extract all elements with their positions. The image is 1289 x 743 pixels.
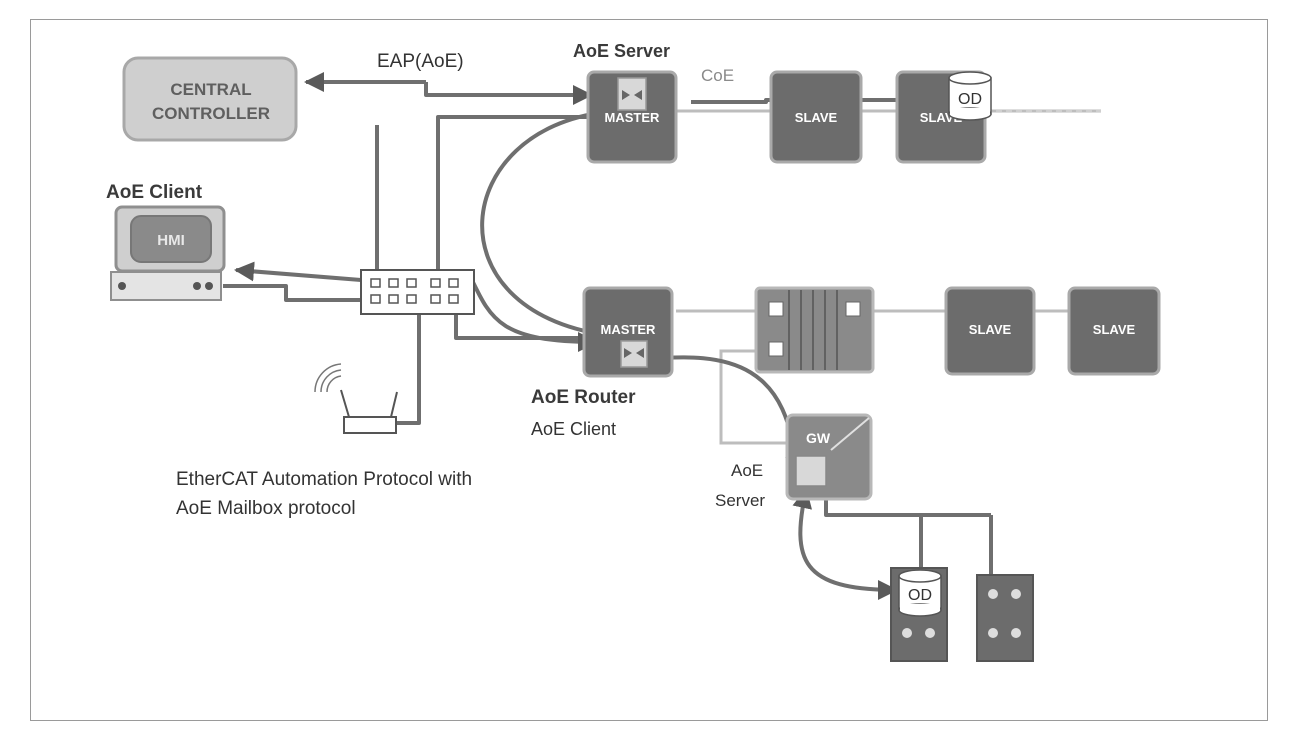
gw-label: GW [806,430,831,446]
master-top [586,70,678,164]
slave-top-1-label: SLAVE [795,110,838,125]
switch-master-top-line [436,115,591,278]
terminal-block [754,286,875,374]
slave-bottom-2 [1067,286,1161,376]
port-arrows-icon [622,90,642,100]
eap-aoe-label: EAP(AoE) [377,51,464,72]
io-led-3 [988,628,998,638]
aoe-server-top-label: AoE Server [573,41,670,61]
network-switch [360,269,475,315]
io-led-4 [1011,628,1021,638]
slave-bottom-1-label: SLAVE [969,322,1012,337]
slave-top-1 [769,70,863,164]
aoe-client-router-label: AoE Client [531,419,616,439]
gw-bus-line [824,495,991,517]
hmi-arrow-line [234,261,362,282]
od-bottom-label: OD [908,587,932,604]
od-led-1 [902,628,912,638]
od-bottom-database-icon [898,569,942,617]
router-port-arrows-icon [624,348,644,358]
aoe-router-label: AoE Router [531,387,636,408]
switch-wifi-line [397,310,421,425]
od-led-2 [925,628,935,638]
ethercat-line-gw [719,349,801,445]
io-led-2 [1011,589,1021,599]
io-led-1 [988,589,998,599]
gw-od-curve [792,488,898,600]
hmi-label: HMI [157,232,185,249]
caption-line-2: AoE Mailbox protocol [176,498,356,519]
router-server-curve [480,104,608,337]
slave-bottom-2-label: SLAVE [1093,322,1136,337]
switch-router-line [469,277,598,352]
master-top-label: MASTER [605,110,661,125]
slave-bottom-1 [944,286,1036,376]
caption-line-1: EtherCAT Automation Protocol with [176,469,472,490]
network-diagram: CENTRAL CONTROLLER AoE Client HMI EAP(Ao… [106,41,1161,662]
switch-ports [370,278,459,304]
gw-diagonal [830,417,870,451]
od-top-label: OD [958,91,982,108]
aoe-server-gw-label-1: AoE [731,461,763,480]
central-controller-box [122,56,298,142]
hmi-base [110,271,222,301]
eap-line [424,82,593,105]
od-top-database-icon [948,71,992,121]
hmi-led-3 [205,282,213,290]
io-device-bottom [976,574,1034,662]
hmi-led-2 [193,282,201,290]
master-bottom-label: MASTER [601,322,657,337]
wifi-signal-icon [326,375,342,393]
aoe-client-label: AoE Client [106,182,203,203]
wifi-router [314,363,398,434]
hmi-led-1 [118,282,126,290]
hmi-screen [130,215,212,263]
central-controller-label-1: CENTRAL [170,80,251,99]
diagram-frame: CENTRAL CONTROLLER AoE Client HMI EAP(Ao… [30,19,1268,721]
switch-hmi-line [223,284,361,302]
central-controller-label-2: CONTROLLER [152,104,270,123]
gw-aoe-port [795,455,827,487]
master-bottom [582,286,674,378]
aoe-server-gw-label-2: Server [715,491,765,510]
coe-label: CoE [701,66,734,85]
